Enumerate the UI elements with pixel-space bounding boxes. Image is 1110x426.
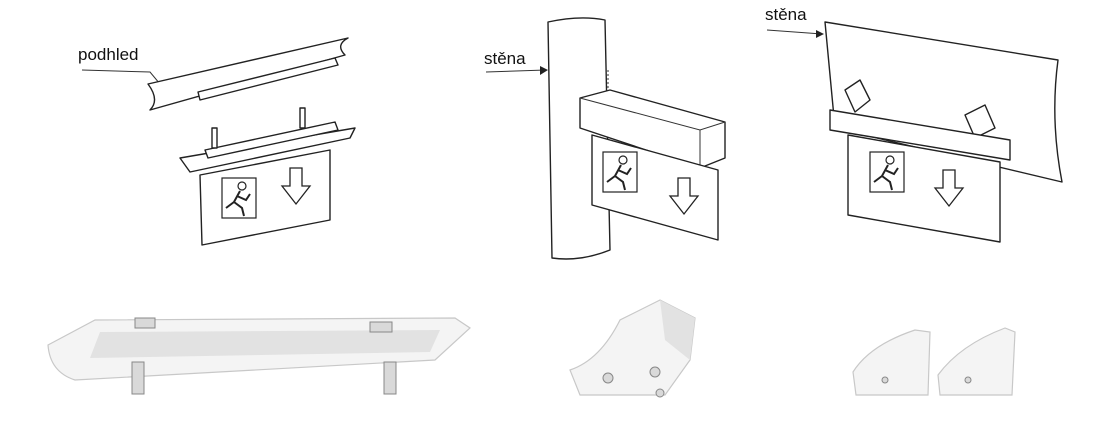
wall-side-mount-diagram: stěna (484, 17, 726, 260)
ceiling-label: podhled (78, 45, 139, 64)
running-man-icon (869, 151, 905, 193)
wall-bracket-pair-photo (852, 327, 1016, 396)
wall-bracket (964, 104, 996, 139)
sign-housing (829, 109, 1011, 161)
ceiling-recess-frame-photo (47, 317, 471, 395)
running-man-icon (221, 177, 257, 219)
ceiling-mount-diagram: podhled (78, 37, 356, 246)
spring-clip (299, 107, 306, 129)
wall-label: stěna (484, 49, 526, 68)
arrow-icon (81, 69, 161, 85)
wall-bracket-photo (569, 299, 696, 398)
arrow-icon (485, 69, 547, 73)
arrow-icon (766, 29, 823, 35)
sign-housing (579, 89, 726, 169)
wall-label: stěna (765, 5, 807, 24)
spring-clip (211, 127, 218, 149)
wall-top-mount-diagram: stěna (765, 5, 1063, 243)
ceiling-panel (147, 37, 349, 111)
wall-bracket (844, 79, 871, 113)
ceiling-cutout (197, 57, 339, 101)
running-man-icon (602, 151, 638, 193)
